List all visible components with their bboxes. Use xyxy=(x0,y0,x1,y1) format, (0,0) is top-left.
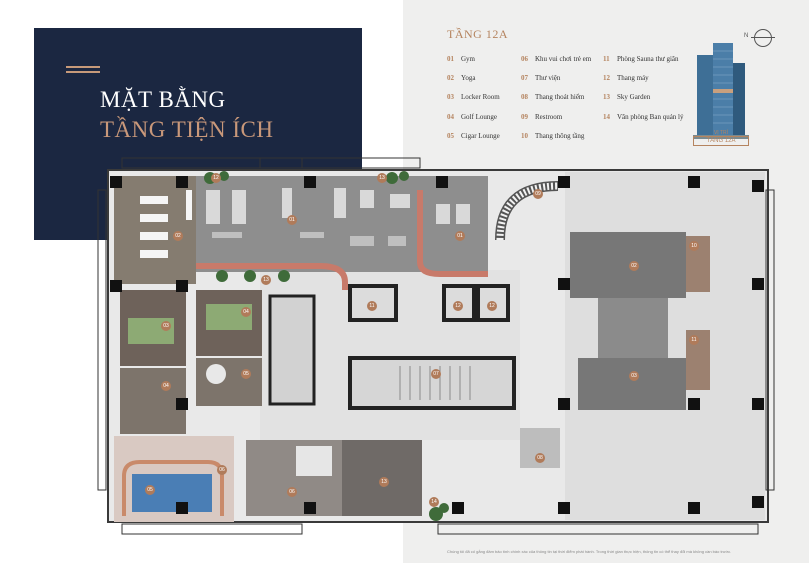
plan-label-elevator: 12 xyxy=(213,175,219,181)
plan-label-sky-garden: 13 xyxy=(379,175,385,181)
plan-label-fire-stairs: 08 xyxy=(537,455,543,461)
title-rule-top xyxy=(66,66,100,68)
tower-thumbnail-icon xyxy=(693,43,749,139)
plan-label-sauna: 11 xyxy=(369,303,374,309)
plan-label-cigar: 05 xyxy=(147,487,153,493)
compass-icon: N xyxy=(744,28,778,48)
plan-label-cigar: 05 xyxy=(243,371,249,377)
plan-label-library: 07 xyxy=(433,371,439,377)
plan-label-restroom: 09 xyxy=(535,191,541,197)
plan-label-gym: 01 xyxy=(457,233,463,239)
plan-label-sky-garden: 13 xyxy=(263,277,269,283)
plan-label-locker: 03 xyxy=(163,323,169,329)
plan-label-golf: 04 xyxy=(243,309,249,315)
plan-room-labels: 01 01 02 02 03 03 04 04 05 05 06 06 07 0… xyxy=(147,175,697,505)
title-rule-bottom xyxy=(66,71,100,73)
plan-label-kids: 06 xyxy=(219,467,225,473)
floor-title: TẦNG 12A xyxy=(447,27,508,41)
plan-label-sauna: 11 xyxy=(691,337,696,343)
plan-label-gym: 01 xyxy=(289,217,295,223)
footnote: Chúng tôi đã cố gắng đảm bảo tính chính … xyxy=(447,549,732,554)
tower-location-label: VỊ TRÍ xyxy=(713,130,729,136)
title-line-1: MẶT BẰNG xyxy=(100,87,226,112)
plan-label-kids: 06 xyxy=(289,489,295,495)
plan-label-locker: 03 xyxy=(631,373,637,379)
plan-label-golf: 04 xyxy=(163,383,169,389)
title-line-2: TẦNG TIỆN ÍCH xyxy=(100,117,274,142)
plan-label-sky-garden: 13 xyxy=(381,479,387,485)
compass-circle xyxy=(751,29,775,47)
plan-label-office: 14 xyxy=(431,499,437,505)
tower-floor-label: TẦNG 12A xyxy=(693,136,749,146)
plan-label-yoga: 02 xyxy=(175,233,181,239)
plan-label-spiral-stair: 10 xyxy=(691,243,697,249)
plan-label-elevator: 12 xyxy=(489,303,495,309)
plan-label-elevator: 12 xyxy=(455,303,461,309)
plan-label-yoga: 02 xyxy=(631,263,637,269)
compass-north-label: N xyxy=(744,33,749,39)
